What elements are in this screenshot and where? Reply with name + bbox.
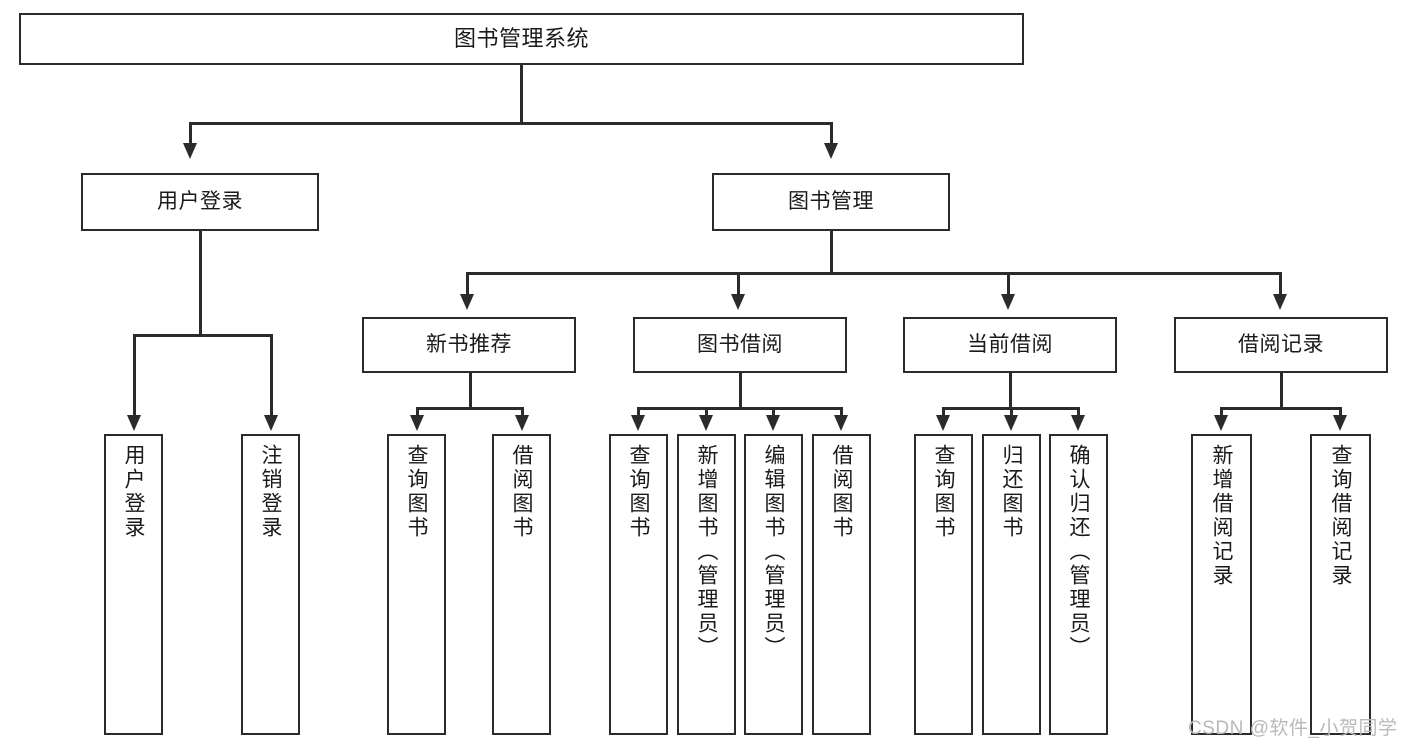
arrowhead-add-borrow-record (1214, 415, 1228, 431)
connector-current-borrow-leaf-1 (942, 407, 945, 418)
leaf-borrow-book[interactable]: 借阅图书 (812, 434, 871, 735)
connector-book-manage-stem (830, 231, 833, 274)
connector-to-book-borrow (737, 272, 740, 297)
arrowhead-confirm-return (1071, 415, 1085, 431)
connector-to-borrow-record (1279, 272, 1282, 297)
arrowhead-new-book-recommend (460, 294, 474, 310)
leaf-borrow-book-recommend[interactable]: 借阅图书 (492, 434, 551, 735)
node-label: 借阅记录 (1238, 332, 1324, 356)
arrowhead-query-book-1 (410, 415, 424, 431)
node-label: 编辑图书（管理员） (762, 444, 785, 660)
connector-borrow-record-leaf-2 (1339, 407, 1342, 418)
node-current-borrow[interactable]: 当前借阅 (903, 317, 1117, 373)
leaf-query-borrow-record[interactable]: 查询借阅记录 (1310, 434, 1371, 735)
leaf-confirm-return[interactable]: 确认归还（管理员） (1049, 434, 1108, 735)
node-label: 注销登录 (259, 444, 282, 540)
connector-book-borrow-leaf-1 (637, 407, 640, 418)
arrowhead-query-book-3 (936, 415, 950, 431)
connector-user-login-to-leaf-2 (270, 334, 273, 418)
connector-new-book-leaf-1 (416, 407, 419, 418)
node-label: 新书推荐 (426, 332, 512, 356)
arrowhead-edit-book (766, 415, 780, 431)
arrowhead-return-book (1004, 415, 1018, 431)
node-label: 确认归还（管理员） (1067, 444, 1090, 660)
node-book-borrow[interactable]: 图书借阅 (633, 317, 847, 373)
connector-current-borrow-leaf-3 (1077, 407, 1080, 418)
node-label: 归还图书 (1000, 444, 1023, 540)
node-label: 查询图书 (932, 444, 955, 540)
leaf-add-book[interactable]: 新增图书（管理员） (677, 434, 736, 735)
connector-book-borrow-leaf-3 (772, 407, 775, 418)
node-book-management[interactable]: 图书管理 (712, 173, 950, 231)
arrowhead-query-borrow-record (1333, 415, 1347, 431)
node-label: 当前借阅 (967, 332, 1053, 356)
node-label: 用户登录 (157, 189, 243, 213)
node-new-book-recommend[interactable]: 新书推荐 (362, 317, 576, 373)
leaf-user-login[interactable]: 用户登录 (104, 434, 163, 735)
connector-book-borrow-leaf-4 (840, 407, 843, 418)
node-label: 借阅图书 (510, 444, 533, 540)
node-borrow-record[interactable]: 借阅记录 (1174, 317, 1388, 373)
connector-to-new-book (466, 272, 469, 297)
arrowhead-book-borrow (731, 294, 745, 310)
connector-root-bar (189, 122, 833, 125)
connector-borrow-record-leaf-1 (1220, 407, 1223, 418)
arrowhead-leaf-logout (264, 415, 278, 431)
connector-root-stem (520, 65, 523, 124)
arrowhead-add-book (699, 415, 713, 431)
node-label: 查询图书 (627, 444, 650, 540)
leaf-query-book-borrow[interactable]: 查询图书 (609, 434, 668, 735)
node-label: 查询借阅记录 (1329, 444, 1352, 588)
node-root-system[interactable]: 图书管理系统 (19, 13, 1024, 65)
node-user-login[interactable]: 用户登录 (81, 173, 319, 231)
arrowhead-book-manage (824, 143, 838, 159)
connector-borrow-record-bar (1220, 407, 1341, 410)
leaf-edit-book[interactable]: 编辑图书（管理员） (744, 434, 803, 735)
arrowhead-borrow-book-2 (834, 415, 848, 431)
arrowhead-borrow-record (1273, 294, 1287, 310)
node-label: 借阅图书 (830, 444, 853, 540)
arrowhead-query-book-2 (631, 415, 645, 431)
connector-book-borrow-stem (739, 373, 742, 409)
node-label: 新增借阅记录 (1210, 444, 1233, 588)
connector-root-to-user-login (189, 122, 192, 147)
connector-user-login-stem (199, 231, 202, 336)
arrowhead-leaf-user-login (127, 415, 141, 431)
connector-borrow-record-stem (1280, 373, 1283, 409)
connector-book-borrow-leaf-2 (705, 407, 708, 418)
connector-new-book-bar (416, 407, 523, 410)
leaf-return-book[interactable]: 归还图书 (982, 434, 1041, 735)
node-label: 图书管理 (788, 189, 874, 213)
connector-book-borrow-bar (637, 407, 843, 410)
arrowhead-current-borrow (1001, 294, 1015, 310)
node-label: 用户登录 (122, 444, 145, 540)
connector-to-current-borrow (1007, 272, 1010, 297)
node-label: 图书借阅 (697, 332, 783, 356)
node-label: 新增图书（管理员） (695, 444, 718, 660)
node-label: 查询图书 (405, 444, 428, 540)
connector-level3-bar (466, 272, 1280, 275)
connector-root-to-book-manage (830, 122, 833, 147)
connector-current-borrow-stem (1009, 373, 1012, 409)
connector-user-login-bar (133, 334, 272, 337)
leaf-logout[interactable]: 注销登录 (241, 434, 300, 735)
leaf-add-borrow-record[interactable]: 新增借阅记录 (1191, 434, 1252, 735)
arrowhead-borrow-book-1 (515, 415, 529, 431)
connector-current-borrow-leaf-2 (1010, 407, 1013, 418)
watermark-text: CSDN @软件_小贺同学 (1188, 718, 1398, 739)
arrowhead-user-login (183, 143, 197, 159)
leaf-query-book-current[interactable]: 查询图书 (914, 434, 973, 735)
connector-user-login-to-leaf-1 (133, 334, 136, 418)
node-label: 图书管理系统 (453, 26, 589, 52)
leaf-query-book-recommend[interactable]: 查询图书 (387, 434, 446, 735)
connector-new-book-leaf-2 (521, 407, 524, 418)
connector-new-book-stem (469, 373, 472, 409)
